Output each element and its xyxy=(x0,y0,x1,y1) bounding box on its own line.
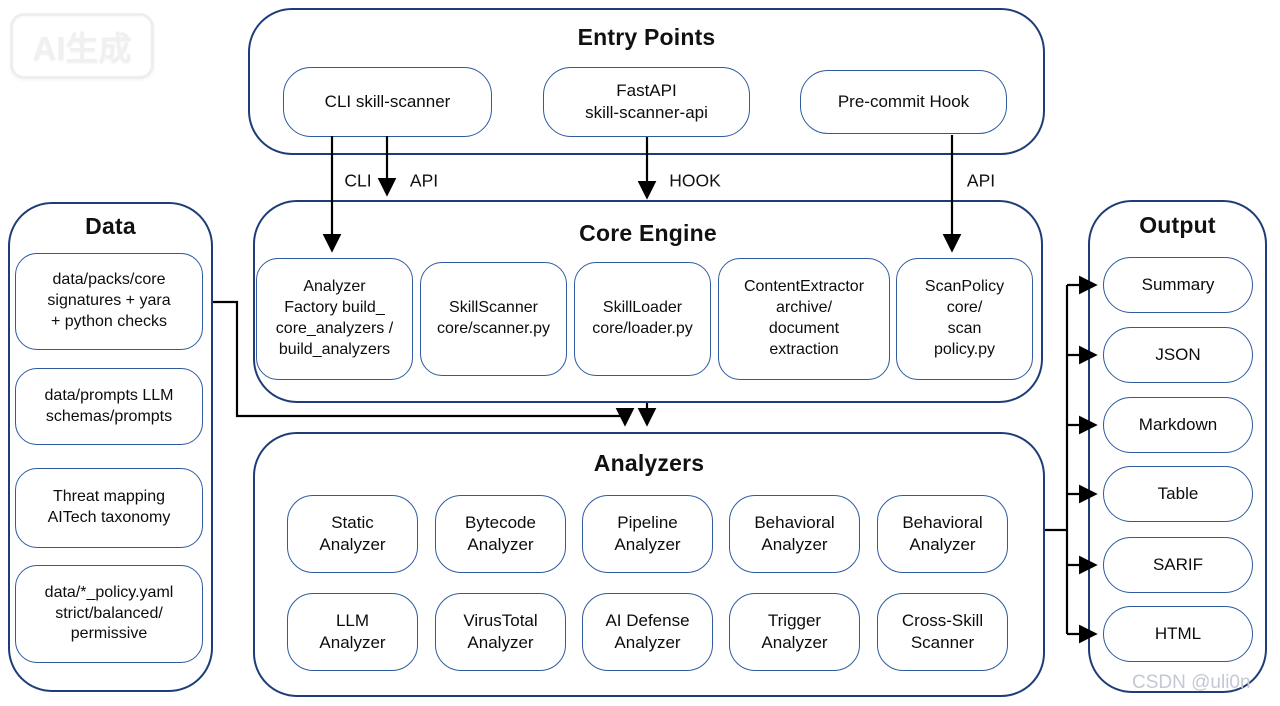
node-ai-defense-analyzer: AI Defense Analyzer xyxy=(582,593,713,671)
node-llm-analyzer: LLM Analyzer xyxy=(287,593,418,671)
node-output-markdown: Markdown xyxy=(1103,397,1253,453)
node-bytecode-analyzer: Bytecode Analyzer xyxy=(435,495,566,573)
node-policy-yaml: data/*_policy.yaml strict/balanced/ perm… xyxy=(15,565,203,663)
node-cross-skill-scanner: Cross-Skill Scanner xyxy=(877,593,1008,671)
node-scanpolicy: ScanPolicy core/ scan policy.py xyxy=(896,258,1033,380)
line-analyzers-to-output-trunk xyxy=(1045,285,1069,634)
node-analyzer-factory: Analyzer Factory build_ core_analyzers /… xyxy=(256,258,413,380)
node-output-json: JSON xyxy=(1103,327,1253,383)
node-pre-commit-hook: Pre-commit Hook xyxy=(800,70,1007,134)
ai-generated-watermark: AI生成 xyxy=(10,13,154,79)
node-cli-skill-scanner: CLI skill-scanner xyxy=(283,67,492,137)
node-data-packs-core: data/packs/core signatures + yara + pyth… xyxy=(15,253,203,350)
node-output-summary: Summary xyxy=(1103,257,1253,313)
node-fastapi-skill-scanner-api: FastAPI skill-scanner-api xyxy=(543,67,750,137)
node-static-analyzer: Static Analyzer xyxy=(287,495,418,573)
node-output-sarif: SARIF xyxy=(1103,537,1253,593)
edge-label-cli: CLI xyxy=(344,170,372,191)
entry-points-title: Entry Points xyxy=(577,24,716,50)
edge-label-api-right: API xyxy=(966,170,996,191)
output-panel-title: Output xyxy=(1139,212,1216,238)
node-output-table: Table xyxy=(1103,466,1253,522)
data-panel-title: Data xyxy=(85,213,136,239)
node-contentextractor: ContentExtractor archive/ document extra… xyxy=(718,258,890,380)
node-threat-mapping: Threat mapping AITech taxonomy xyxy=(15,468,203,548)
core-engine-title: Core Engine xyxy=(579,220,717,246)
node-virustotal-analyzer: VirusTotal Analyzer xyxy=(435,593,566,671)
edge-label-api-left: API xyxy=(409,170,439,191)
node-skillloader: SkillLoader core/loader.py xyxy=(574,262,711,376)
node-trigger-analyzer: Trigger Analyzer xyxy=(729,593,860,671)
node-data-prompts: data/prompts LLM schemas/prompts xyxy=(15,368,203,445)
node-behavioral-analyzer-2: Behavioral Analyzer xyxy=(877,495,1008,573)
node-output-html: HTML xyxy=(1103,606,1253,662)
edge-label-hook: HOOK xyxy=(669,170,721,191)
node-behavioral-analyzer-1: Behavioral Analyzer xyxy=(729,495,860,573)
node-pipeline-analyzer: Pipeline Analyzer xyxy=(582,495,713,573)
csdn-watermark: CSDN @uli0n xyxy=(1132,672,1251,693)
node-skillscanner: SkillScanner core/scanner.py xyxy=(420,262,567,376)
analyzers-title: Analyzers xyxy=(593,450,705,476)
